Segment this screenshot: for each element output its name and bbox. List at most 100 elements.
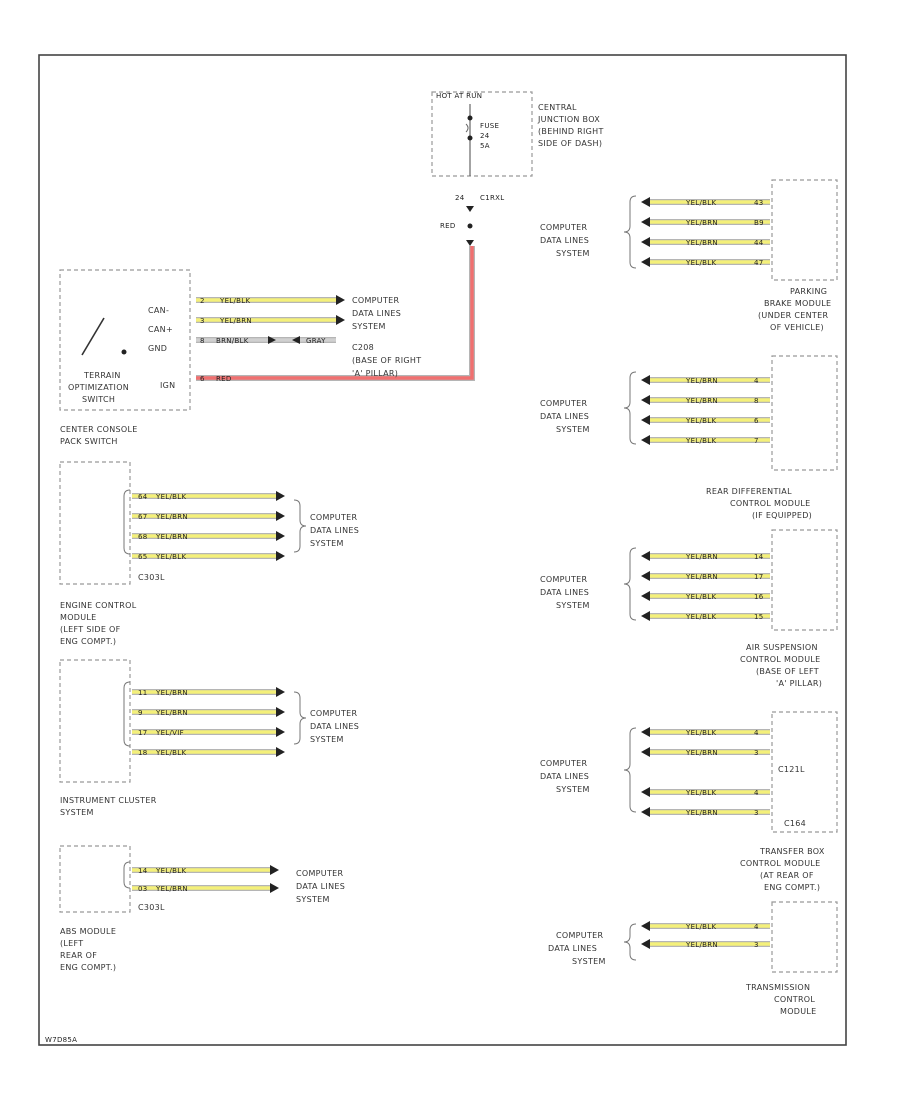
arrow-right-icon: [270, 883, 279, 893]
fuse-conn: C1RXL: [480, 194, 504, 202]
wire-color: YEL/BRN: [685, 397, 718, 405]
tb-dest-3: SYSTEM: [556, 785, 590, 794]
wire-pin: 9: [138, 709, 143, 717]
arrow-right-icon: [276, 491, 285, 501]
tb-name-3: (AT REAR OF: [760, 871, 814, 880]
wire-pin: 4: [754, 377, 759, 385]
wire-pin: B9: [754, 219, 764, 227]
rd-dest-2: DATA LINES: [540, 412, 589, 421]
wire-pin: 15: [754, 613, 764, 621]
terrain-dest-2: DATA LINES: [352, 309, 401, 318]
arrow-left-icon: [641, 939, 650, 949]
wire-pin: 44: [754, 239, 764, 247]
terrain-w3-pin: 8: [200, 337, 205, 345]
wire-color: YEL/BLK: [685, 593, 716, 601]
wire-pin: 64: [138, 493, 148, 501]
fuse-desc-3: (BEHIND RIGHT: [538, 127, 604, 136]
abs-dest-2: DATA LINES: [296, 882, 345, 891]
wire-color: YEL/BLK: [685, 923, 716, 931]
tr-dest-3: SYSTEM: [572, 957, 606, 966]
tb-name-2: CONTROL MODULE: [740, 859, 821, 868]
tb-name-1: TRANSFER BOX: [759, 847, 825, 856]
wire-pin: 17: [138, 729, 148, 737]
abs-name-2: (LEFT: [60, 939, 83, 948]
wire-color: YEL/BRN: [155, 709, 188, 717]
terrain-w4-color: RED: [216, 375, 232, 383]
arrow-left-icon: [641, 611, 650, 621]
wire-pin: 14: [138, 867, 148, 875]
pin-ign: IGN: [160, 381, 175, 390]
arrow-right-icon: [276, 531, 285, 541]
arrow-left-icon: [641, 551, 650, 561]
wire-pin: 14: [754, 553, 764, 561]
arrow-right-icon: [270, 865, 279, 875]
ground-3: 'A' PILLAR): [352, 369, 398, 378]
tb-name-4: ENG COMPT.): [764, 883, 820, 892]
terrain-w2-color: YEL/BRN: [219, 317, 252, 325]
fuse-line-3: 5A: [480, 142, 490, 150]
ground-2: (BASE OF RIGHT: [352, 356, 421, 365]
arrow-left-icon: [641, 197, 650, 207]
fuse-box-title: HOT AT RUN: [436, 92, 482, 100]
tr-name-3: MODULE: [780, 1007, 817, 1016]
terrain-dest-1: COMPUTER: [352, 296, 400, 305]
terrain-w1-pin: 2: [200, 297, 205, 305]
wire-pin: 17: [754, 573, 764, 581]
wire-pin: 7: [754, 437, 759, 445]
tb-dest-1: COMPUTER: [540, 759, 588, 768]
ic-dest-3: SYSTEM: [310, 735, 344, 744]
arrow-right-icon: [276, 687, 285, 697]
arrow-left-icon: [641, 787, 650, 797]
ecm-name-4: ENG COMPT.): [60, 637, 116, 646]
fuse-line-1: FUSE: [480, 122, 499, 130]
wire-color: YEL/BRN: [685, 749, 718, 757]
rd-name-3: (IF EQUIPPED): [752, 511, 812, 520]
rd-name-1: REAR DIFFERENTIAL: [706, 487, 792, 496]
wire-color: YEL/BLK: [685, 437, 716, 445]
fuse-desc-1: CENTRAL: [538, 103, 577, 112]
arrow-left-icon: [641, 807, 650, 817]
fuse-line-2: 24: [480, 132, 490, 140]
wire-color: YEL/BLK: [685, 199, 716, 207]
fuse-desc-4: SIDE OF DASH): [538, 139, 602, 148]
wire-color: YEL/BRN: [685, 377, 718, 385]
wire-color: YEL/BRN: [685, 941, 718, 949]
wire-color: YEL/BLK: [155, 493, 186, 501]
tb-dest-2: DATA LINES: [540, 772, 589, 781]
fuse-desc-2: JUNCTION BOX: [537, 115, 600, 124]
tr-dest-2: DATA LINES: [548, 944, 597, 953]
wire-color: YEL/BLK: [685, 789, 716, 797]
wire-color: YEL/BLK: [685, 259, 716, 267]
pin-gnd: GND: [148, 344, 167, 353]
terrain-w3-color: BRN/BLK: [216, 337, 249, 345]
fuse-pin: 24: [455, 194, 465, 202]
as-name-1: AIR SUSPENSION: [746, 643, 818, 652]
wire-pin: 4: [754, 729, 759, 737]
wire-color: YEL/BRN: [155, 689, 188, 697]
ic-name-1: INSTRUMENT CLUSTER: [60, 796, 157, 805]
wire-color: YEL/VIF: [155, 729, 184, 737]
terrain-parent-1: CENTER CONSOLE: [60, 425, 138, 434]
pb-name-3: (UNDER CENTER: [758, 311, 828, 320]
fuse-wire-color: RED: [440, 222, 456, 230]
wire-color: YEL/BRN: [155, 885, 188, 893]
wire-pin: 4: [754, 789, 759, 797]
ecm-name-2: MODULE: [60, 613, 97, 622]
abs-name-3: REAR OF: [60, 951, 97, 960]
arrow-left-icon: [641, 257, 650, 267]
wire-pin: 4: [754, 923, 759, 931]
arrow-right-icon: [276, 727, 285, 737]
ecm-dest-2: DATA LINES: [310, 526, 359, 535]
ic-name-2: SYSTEM: [60, 808, 94, 817]
wire-color: YEL/BLK: [155, 749, 186, 757]
pin-can-plus: CAN+: [148, 325, 173, 334]
fuse-box: HOT AT RUN FUSE 24 5A CENTRAL JUNCTION B…: [431, 91, 604, 246]
arrow-right-icon: [276, 551, 285, 561]
wire-pin: 47: [754, 259, 764, 267]
wire-color: YEL/BLK: [685, 417, 716, 425]
